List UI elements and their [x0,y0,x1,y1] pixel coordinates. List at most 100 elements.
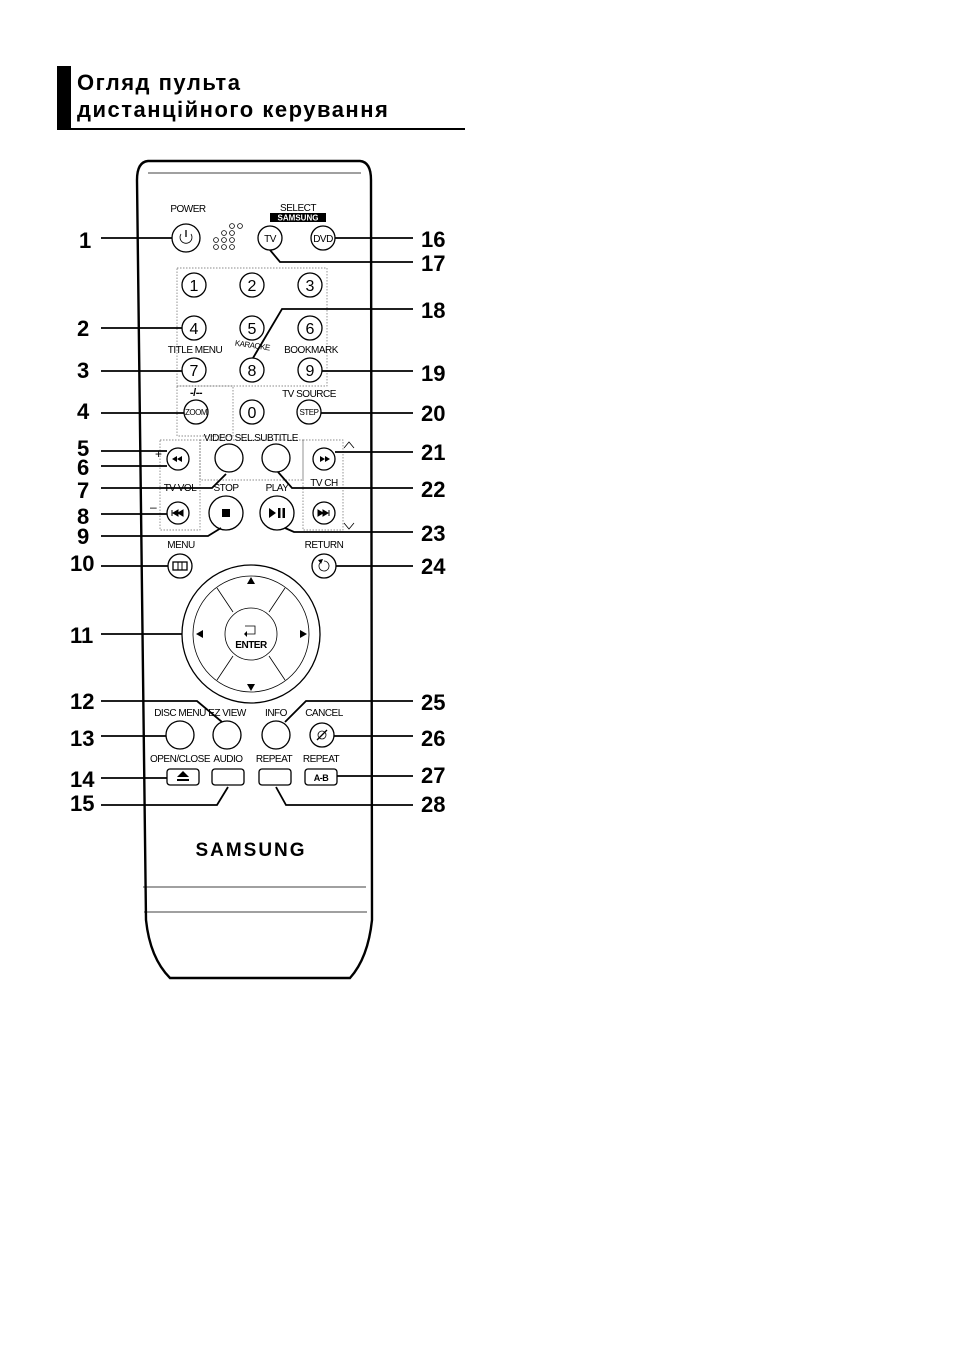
skip-forward-button[interactable] [312,501,336,525]
repeat-label: REPEAT [256,754,293,765]
callout-14: 14 [70,767,95,792]
menu-button[interactable] [167,553,193,579]
ez-view-button[interactable] [212,720,242,750]
heading-underline [71,128,465,130]
callout-10: 10 [70,551,94,576]
callout-24: 24 [421,554,446,579]
digit-button-7[interactable]: 7 [181,357,207,383]
power-button[interactable] [171,223,201,253]
callout-7: 7 [77,478,89,503]
digit-button-3[interactable]: 3 [297,272,323,298]
info-button[interactable] [261,720,291,750]
callout-21: 21 [421,440,445,465]
nav-right-arrow-icon[interactable] [300,630,307,638]
minus-label: – [150,500,157,514]
cancel-button[interactable] [309,722,335,748]
callout-9: 9 [77,524,89,549]
audio-label: AUDIO [213,754,243,765]
callout-1: 1 [79,228,91,253]
enter-button[interactable] [244,625,256,637]
heading-bar [57,66,71,130]
callout-23: 23 [421,521,445,546]
heading-line-2: дистанційного керування [77,97,390,122]
return-label: RETURN [305,540,344,551]
svg-text:1: 1 [190,278,199,295]
digit-button-2[interactable]: 2 [239,272,265,298]
brand-logo: SAMSUNG [195,840,306,861]
callout-5: 5 [77,436,89,461]
leader-lines-right [252,237,413,806]
leader-lines-left [101,237,229,806]
callout-20: 20 [421,401,445,426]
video-sel-label: VIDEO SEL. [204,433,255,444]
digit-button-4[interactable]: 4 [181,315,207,341]
bookmark-label: BOOKMARK [284,345,339,356]
callout-4: 4 [77,399,90,424]
info-label: INFO [265,708,288,719]
callout-12: 12 [70,689,94,714]
callout-8: 8 [77,504,89,529]
title-menu-label: TITLE MENU [168,345,223,356]
step-button[interactable] [296,399,322,425]
zoom-button[interactable] [183,399,209,425]
svg-text:2: 2 [248,278,257,295]
cancel-label: CANCEL [305,708,344,719]
indicator-dots [213,223,243,250]
svg-text:8: 8 [248,363,257,380]
power-label: POWER [170,204,206,215]
callout-13: 13 [70,726,94,751]
digit-button-8[interactable]: 8 [239,357,265,383]
select-label: SELECT [280,203,316,214]
callout-25: 25 [421,690,445,715]
callout-22: 22 [421,477,445,502]
digit-button-5[interactable]: 5 [239,315,265,341]
disc-menu-button[interactable] [165,720,195,750]
callout-11: 11 [70,623,93,648]
step-label: STEP [300,408,319,417]
play-label: PLAY [266,483,290,494]
svg-text:9: 9 [306,363,315,380]
return-button[interactable] [311,553,337,579]
disc-menu-label: DISC MENU [154,708,206,719]
menu-label: MENU [167,540,195,551]
svg-text:7: 7 [190,363,199,380]
search-back-button[interactable] [166,447,190,471]
open-close-label: OPEN/CLOSE [150,754,211,765]
digit-button-9[interactable]: 9 [297,357,323,383]
callout-3: 3 [77,358,89,383]
samsung-small-box [270,213,326,222]
digit-button-6[interactable]: 6 [297,315,323,341]
play-pause-button[interactable] [259,495,295,531]
nav-up-arrow-icon[interactable] [247,577,255,584]
digit-button-0[interactable]: 0 [239,399,265,425]
skip-back-button[interactable] [166,501,190,525]
open-close-button[interactable] [166,768,200,786]
number-pad-group [176,267,328,387]
svg-text:3: 3 [306,278,315,295]
tv-label: TV [264,234,277,245]
callout-17: 17 [421,251,445,276]
search-forward-button[interactable] [312,447,336,471]
repeat-button[interactable] [258,768,292,786]
subtitle-button[interactable] [261,443,291,473]
page-heading: Огляд пульта дистанційного керування [57,66,465,132]
callout-16: 16 [421,227,445,252]
repeat-ab-button[interactable] [304,768,338,786]
audio-button[interactable] [211,768,245,786]
stop-button[interactable] [208,495,244,531]
samsung-small-label: SAMSUNG [278,214,319,223]
callout-19: 19 [421,361,445,386]
heading-line-1: Огляд пульта [77,70,242,95]
digit-button-1[interactable]: 1 [181,272,207,298]
channel-down-caret-icon [343,522,355,530]
nav-down-arrow-icon[interactable] [247,684,255,691]
svg-text:4: 4 [190,321,199,338]
callout-2: 2 [77,316,89,341]
svg-text:6: 6 [306,321,315,338]
nav-left-arrow-icon[interactable] [196,630,203,638]
enter-label: ENTER [235,640,268,651]
callout-27: 27 [421,763,445,788]
tv-ch-label: TV CH [310,478,338,489]
dash-label: -/-- [190,387,203,399]
video-sel-button[interactable] [214,443,244,473]
